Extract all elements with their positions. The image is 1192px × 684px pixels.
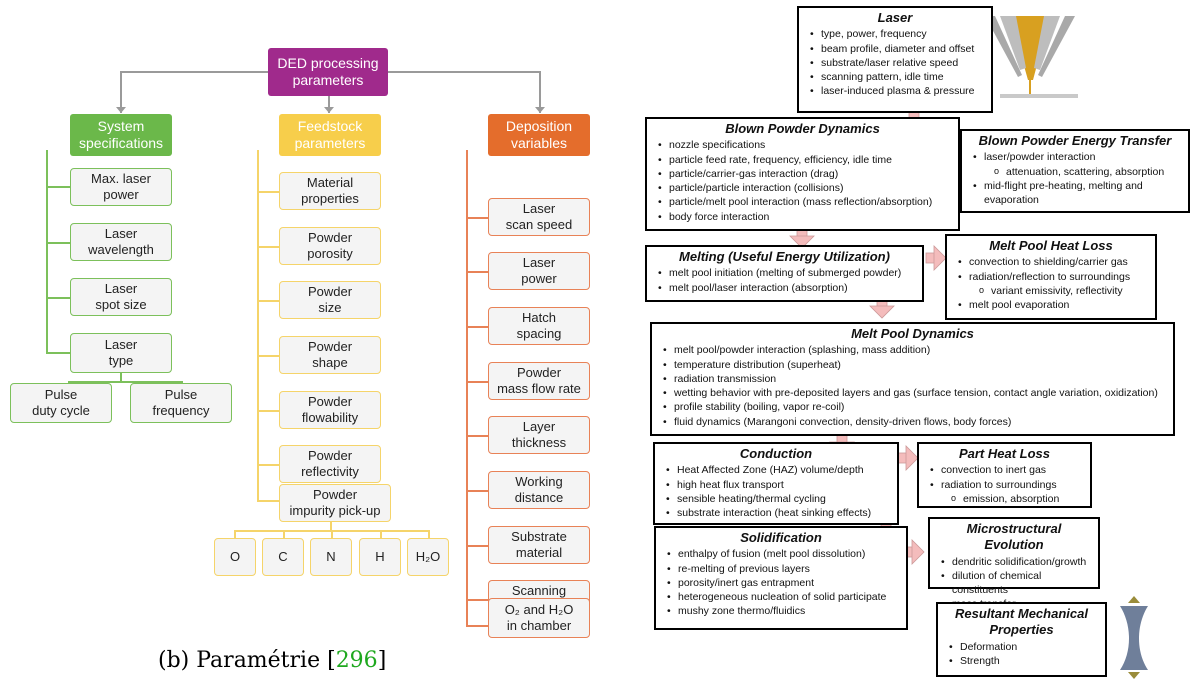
arrow-down-icon xyxy=(116,107,126,113)
deposition-leaf: O₂ and H₂O in chamber xyxy=(488,598,590,638)
feedstock-leaf: Powder impurity pick-up xyxy=(279,484,391,522)
feedstock-leaf: Powder size xyxy=(279,281,381,319)
feedstock-leaf: Powder shape xyxy=(279,336,381,374)
figure-caption: (b) Paramétrie [296] xyxy=(158,648,387,673)
deposition-leaf: Laser scan speed xyxy=(488,198,590,236)
deposition-leaf: Substrate material xyxy=(488,526,590,564)
citation-link[interactable]: 296 xyxy=(335,648,378,673)
category-system-specifications: System specifications xyxy=(70,114,172,156)
deposition-leaf: Laser power xyxy=(488,252,590,290)
box-part-heat-loss: Part Heat Loss convection to inert gasra… xyxy=(917,442,1092,508)
pulse-leaf: Pulse frequency xyxy=(130,383,232,423)
feedstock-leaf: Powder flowability xyxy=(279,391,381,429)
system-leaf: Laser spot size xyxy=(70,278,172,316)
hourglass-icon xyxy=(1120,596,1148,679)
box-blown-powder-dynamics: Blown Powder Dynamics nozzle specificati… xyxy=(645,117,960,231)
deposition-leaf: Powder mass flow rate xyxy=(488,362,590,400)
feedstock-leaf: Powder reflectivity xyxy=(279,445,381,483)
element-leaf: N xyxy=(310,538,352,576)
feedstock-leaf: Powder porosity xyxy=(279,227,381,265)
box-microstructural-evolution: Microstructural Evolution dendritic soli… xyxy=(928,517,1100,612)
arrow-down-icon xyxy=(535,107,545,113)
category-feedstock-parameters: Feedstock parameters xyxy=(279,114,381,156)
pulse-leaf: Pulse duty cycle xyxy=(10,383,112,423)
deposition-leaf: Layer thickness xyxy=(488,416,590,454)
laser-nozzle-icon xyxy=(985,16,1078,98)
system-leaf: Laser wavelength xyxy=(70,223,172,261)
box-solidification: Solidification enthalpy of fusion (melt … xyxy=(654,526,908,630)
element-leaf: H₂O xyxy=(407,538,449,576)
box-laser: Laser type, power, frequencybeam profile… xyxy=(797,6,993,113)
box-melting: Melting (Useful Energy Utilization) melt… xyxy=(645,245,924,302)
arrow-down-icon xyxy=(324,107,334,113)
element-leaf: H xyxy=(359,538,401,576)
element-leaf: O xyxy=(214,538,256,576)
box-conduction: Conduction Heat Affected Zone (HAZ) volu… xyxy=(653,442,899,525)
feedstock-leaf: Material properties xyxy=(279,172,381,210)
deposition-leaf: Working distance xyxy=(488,471,590,509)
system-leaf: Max. laser power xyxy=(70,168,172,206)
category-deposition-variables: Deposition variables xyxy=(488,114,590,156)
box-blown-powder-energy-transfer: Blown Powder Energy Transfer laser/powde… xyxy=(960,129,1190,213)
deposition-leaf: Hatch spacing xyxy=(488,307,590,345)
box-resultant-mechanical-properties: Resultant Mechanical Properties Deformat… xyxy=(936,602,1107,677)
box-melt-pool-heat-loss: Melt Pool Heat Loss convection to shield… xyxy=(945,234,1157,320)
element-leaf: C xyxy=(262,538,304,576)
system-leaf: Laser type xyxy=(70,333,172,373)
ded-root: DED processing parameters xyxy=(268,48,388,96)
box-melt-pool-dynamics: Melt Pool Dynamics melt pool/powder inte… xyxy=(650,322,1175,436)
